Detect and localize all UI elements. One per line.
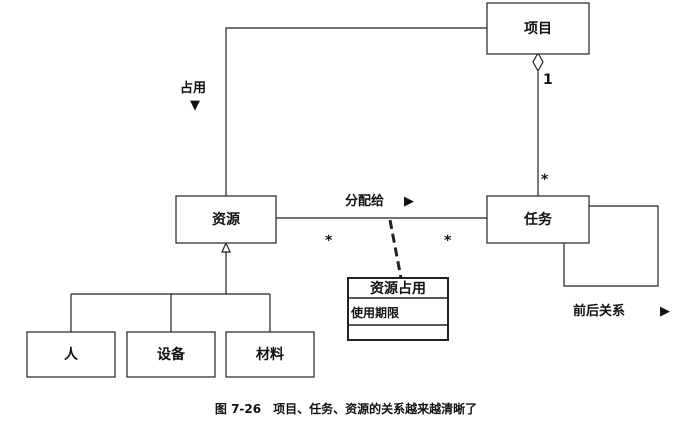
aggregation-diamond-icon	[532, 51, 544, 73]
occupy-direction-icon: ▼	[190, 98, 200, 113]
generalization-triangle-icon	[221, 241, 231, 253]
generalization-tree	[70, 252, 271, 332]
occupy-label: 占用	[180, 80, 206, 96]
class-equipment-name: 设备	[157, 346, 186, 363]
predecessor-self-association-line	[563, 205, 659, 287]
association-class-dashed-link	[388, 219, 403, 279]
multiplicity-resource-end: *	[325, 233, 333, 249]
predecessor-label: 前后关系	[573, 303, 625, 319]
predecessor-direction-icon: ▶	[660, 304, 670, 319]
class-material: 材料	[225, 331, 315, 378]
class-project: 项目	[486, 2, 590, 55]
association-class-name: 资源占用	[370, 280, 426, 297]
class-task-name: 任务	[523, 211, 553, 228]
assign-direction-icon: ▶	[404, 194, 414, 209]
class-equipment: 设备	[126, 331, 216, 378]
figure-caption: 图 7-26 项目、任务、资源的关系越来越清晰了	[215, 401, 477, 416]
class-person-name: 人	[64, 346, 79, 363]
association-class-resource-occupancy: 资源占用 使用期限	[347, 277, 449, 341]
class-resource: 资源	[175, 195, 277, 244]
assign-label: 分配给	[345, 193, 384, 209]
class-project-name: 项目	[524, 21, 552, 37]
multiplicity-task-end-project: *	[541, 172, 549, 188]
multiplicity-project-end: 1	[543, 72, 553, 88]
class-resource-name: 资源	[212, 211, 240, 228]
multiplicity-task-end-resource: *	[444, 233, 452, 249]
class-material-name: 材料	[256, 346, 284, 363]
occupy-association-line	[225, 27, 487, 196]
class-task: 任务	[486, 195, 590, 244]
association-class-attribute: 使用期限	[350, 305, 399, 320]
class-person: 人	[26, 331, 116, 378]
